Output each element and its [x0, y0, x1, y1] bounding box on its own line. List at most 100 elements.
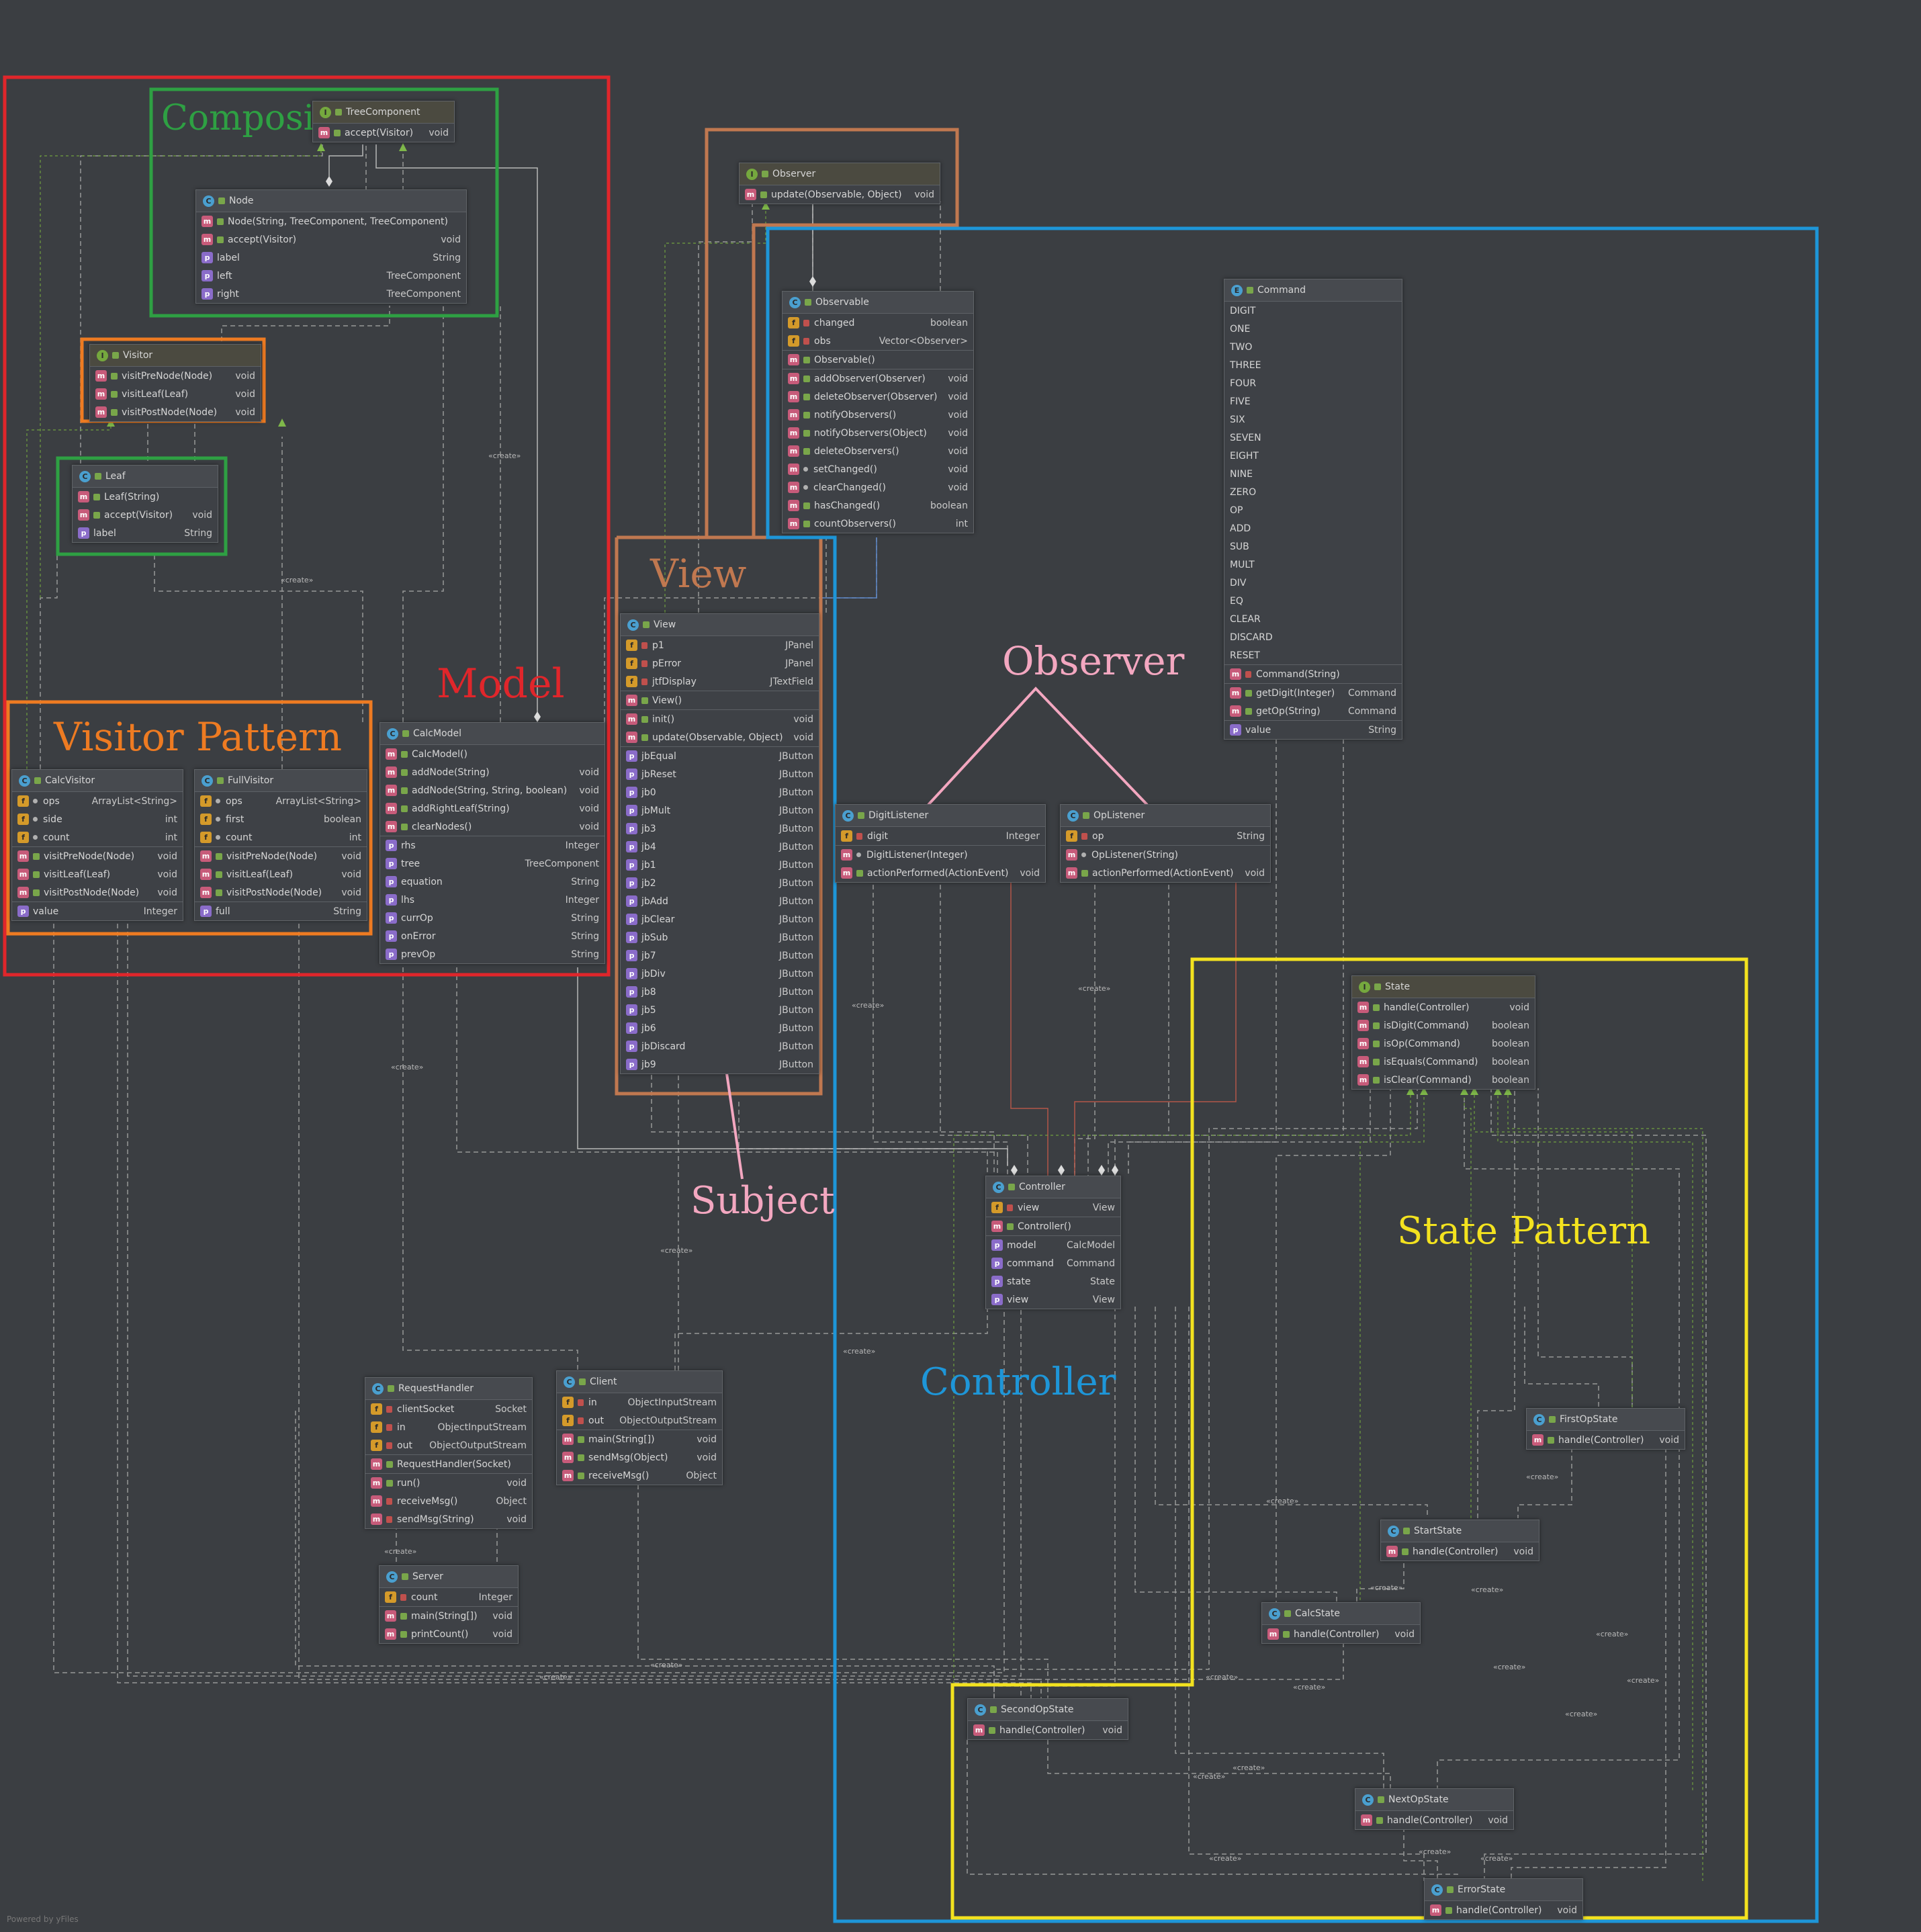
member-row[interactable]: TWO: [1224, 338, 1402, 356]
member-row[interactable]: NINE: [1224, 465, 1402, 483]
member-row[interactable]: CLEAR: [1224, 610, 1402, 628]
member-row[interactable]: RESET: [1224, 646, 1402, 664]
member-row[interactable]: MULT: [1224, 556, 1402, 574]
member-row[interactable]: SUB: [1224, 537, 1402, 556]
member-row[interactable]: EQ: [1224, 592, 1402, 610]
member-row[interactable]: FIVE: [1224, 392, 1402, 410]
member-row[interactable]: ZERO: [1224, 483, 1402, 501]
member-row[interactable]: EIGHT: [1224, 447, 1402, 465]
member-row[interactable]: SEVEN: [1224, 429, 1402, 447]
member-row[interactable]: DIGIT: [1224, 302, 1402, 320]
member-row[interactable]: ADD: [1224, 519, 1402, 537]
